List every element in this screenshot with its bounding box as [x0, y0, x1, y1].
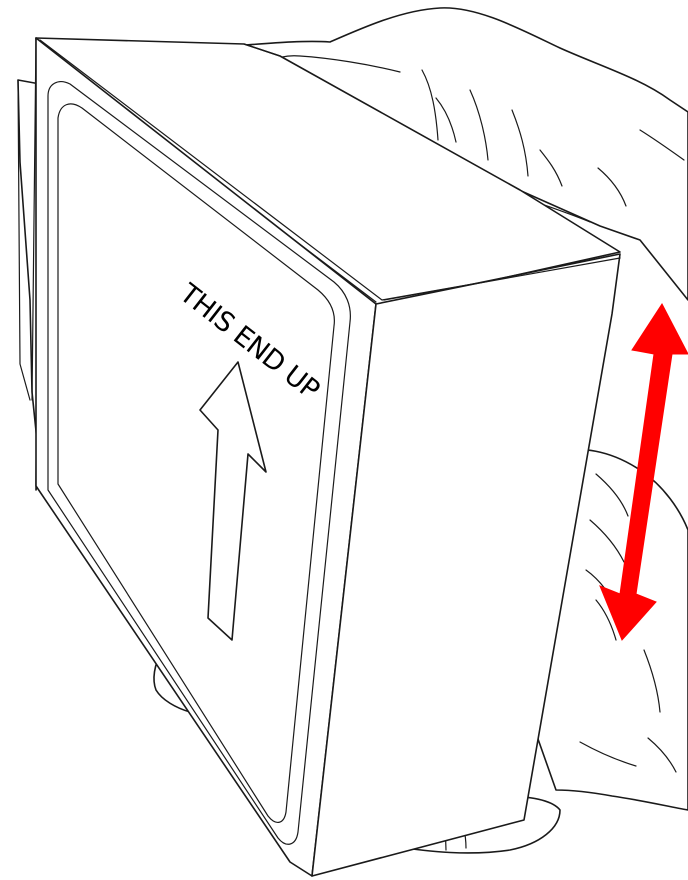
box-handling-illustration: THIS END UP [0, 0, 688, 880]
